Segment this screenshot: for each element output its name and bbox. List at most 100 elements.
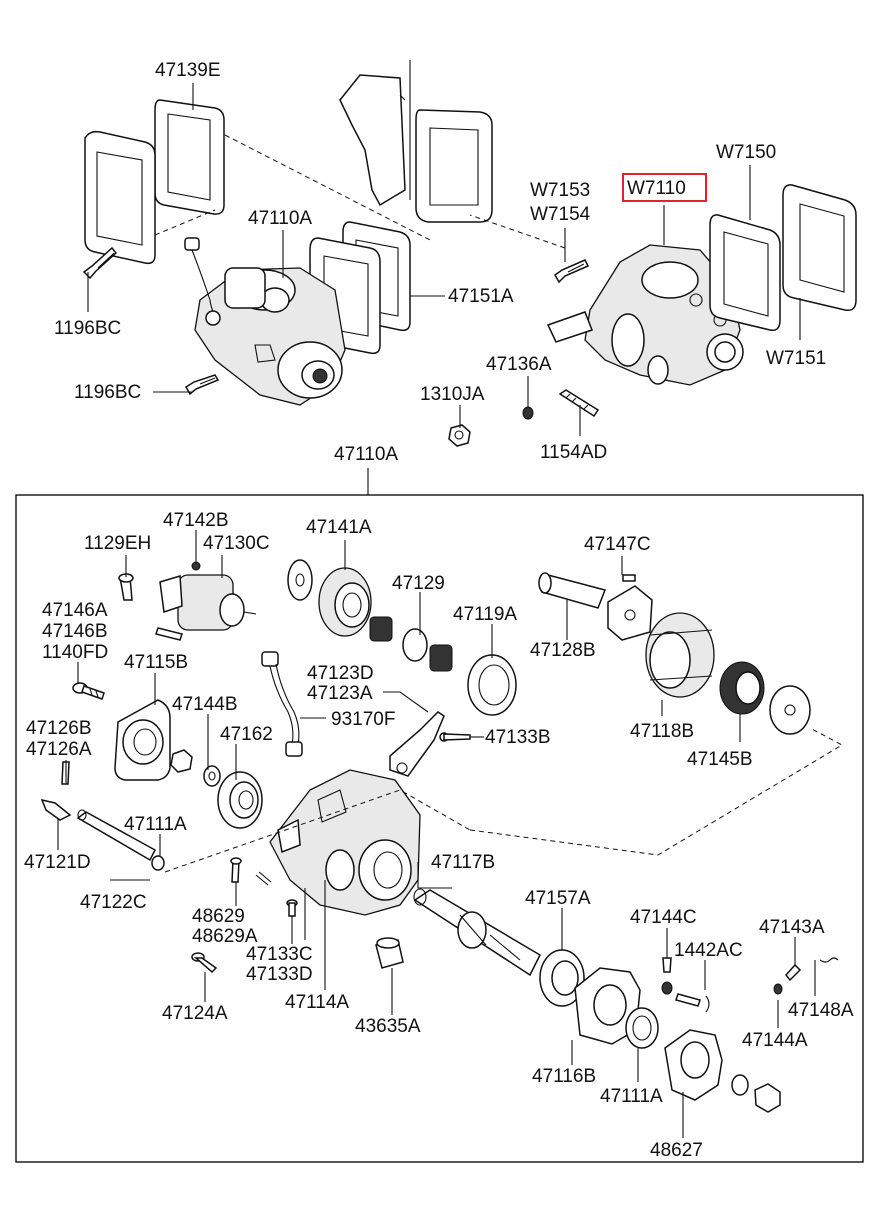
label-47144B[interactable]: 47144B [172,694,238,715]
key-47146A [155,627,183,641]
wire-47148A [819,957,839,963]
label-47130C[interactable]: 47130C [203,533,270,554]
pin-47121D [40,798,72,821]
label-47123D[interactable]: 47123D [307,663,374,684]
label-1310JA[interactable]: 1310JA [420,384,485,405]
nut-47136A [522,406,534,420]
bearing-47162 [217,771,263,829]
bolt-1196BC-a [82,246,118,280]
label-48629A[interactable]: 48629A [192,926,258,947]
highlight-W7110 [622,173,707,202]
bolt-47133C [286,899,298,917]
label-47126B[interactable]: 47126B [26,718,92,739]
housing-47114A [269,769,421,916]
label-47139E[interactable]: 47139E [155,60,221,81]
nut-1310JA [448,424,471,447]
label-47144A[interactable]: 47144A [742,1030,808,1051]
label-47126A[interactable]: 47126A [26,739,92,760]
label-47133C[interactable]: 47133C [246,944,313,965]
bushing-43635A [375,937,404,969]
pto-housing-W7110 [546,244,744,386]
label-47146B[interactable]: 47146B [42,621,108,642]
label-47116B[interactable]: 47116B [532,1066,596,1087]
label-47124A[interactable]: 47124A [162,1003,228,1024]
label-47111A-a[interactable]: 47111A [124,814,187,835]
harness-93170F [261,651,303,757]
label-47118B[interactable]: 47118B [630,721,694,742]
label-48629[interactable]: 48629 [192,906,245,927]
washer-47145B [769,685,811,735]
leader-dash-top-left [154,134,431,241]
stud-1154AD [558,389,600,418]
needle-bearing-47129 [369,616,453,672]
label-1442AC[interactable]: 1442AC [674,940,743,961]
label-47141A[interactable]: 47141A [306,517,372,538]
shaft-47122C [76,809,156,862]
label-1129EH[interactable]: 1129EH [84,533,151,554]
pin-47147C [622,574,636,582]
bolt-1129EH [118,573,134,601]
washer-47141A [287,559,313,601]
retainer-47116B [574,967,641,1045]
label-47119A[interactable]: 47119A [453,604,517,625]
shaft-47117B [413,888,541,977]
label-47162[interactable]: 47162 [220,724,273,745]
label-47151A[interactable]: 47151A [448,286,514,307]
label-43635A[interactable]: 43635A [355,1016,421,1037]
gasket-W7150 [709,214,781,332]
label-47148A[interactable]: 47148A [788,1000,854,1021]
leader-dash-main [164,727,844,873]
bolt-1442AC [675,993,710,1013]
plate-47128B [607,585,653,641]
label-47133D[interactable]: 47133D [246,964,313,985]
label-47110A-top[interactable]: 47110A [248,208,312,229]
gasket-47139E [84,99,225,265]
label-47129[interactable]: 47129 [392,573,445,594]
label-47110A-box[interactable]: 47110A [334,444,398,465]
label-1140FD[interactable]: 1140FD [42,642,108,663]
label-47157A[interactable]: 47157A [525,888,591,909]
label-W7154[interactable]: W7154 [530,204,591,225]
label-47121D[interactable]: 47121D [24,852,91,873]
assembly-47110A-box [15,494,864,1163]
gear-47118B [645,612,715,698]
label-47123A[interactable]: 47123A [307,683,373,704]
label-47145B[interactable]: 47145B [687,749,753,770]
bolt-1140FD [72,682,105,700]
bolt-1196BC-b [184,374,220,396]
bearing-47145B [719,661,765,715]
gear-47141A [318,567,372,637]
washer-47144B [203,765,221,787]
label-W7153[interactable]: W7153 [530,180,590,201]
label-47114A[interactable]: 47114A [285,992,349,1013]
label-47146A[interactable]: 47146A [42,600,108,621]
label-1196BC-b[interactable]: 1196BC [74,382,141,403]
label-W7151[interactable]: W7151 [766,348,826,369]
label-47144C[interactable]: 47144C [630,907,697,928]
label-48627[interactable]: 48627 [650,1140,703,1161]
label-W7110[interactable]: W7110 [627,178,686,199]
label-47115B[interactable]: 47115B [124,652,188,673]
label-93170F[interactable]: 93170F [331,709,395,730]
cover-plate-top [339,60,493,223]
label-47147C[interactable]: 47147C [584,534,651,555]
label-47128B[interactable]: 47128B [530,640,596,661]
nut-47144B [170,749,193,773]
label-47136A[interactable]: 47136A [486,354,552,375]
label-47111A-b[interactable]: 47111A [600,1086,663,1107]
label-47143A[interactable]: 47143A [759,917,825,938]
label-47122C[interactable]: 47122C [80,892,147,913]
label-1154AD[interactable]: 1154AD [540,442,607,463]
bolt-47144C [661,957,673,995]
bolt-47133B [439,732,471,742]
label-1196BC-a[interactable]: 1196BC [54,318,121,339]
label-47142B[interactable]: 47142B [163,510,229,531]
label-47133B[interactable]: 47133B [485,727,551,748]
label-47117B[interactable]: 47117B [431,852,495,873]
oring-47111A-a [151,855,165,871]
leader-lines [57,83,816,1138]
label-W7150[interactable]: W7150 [716,142,776,163]
shaft-47128B [538,572,607,609]
